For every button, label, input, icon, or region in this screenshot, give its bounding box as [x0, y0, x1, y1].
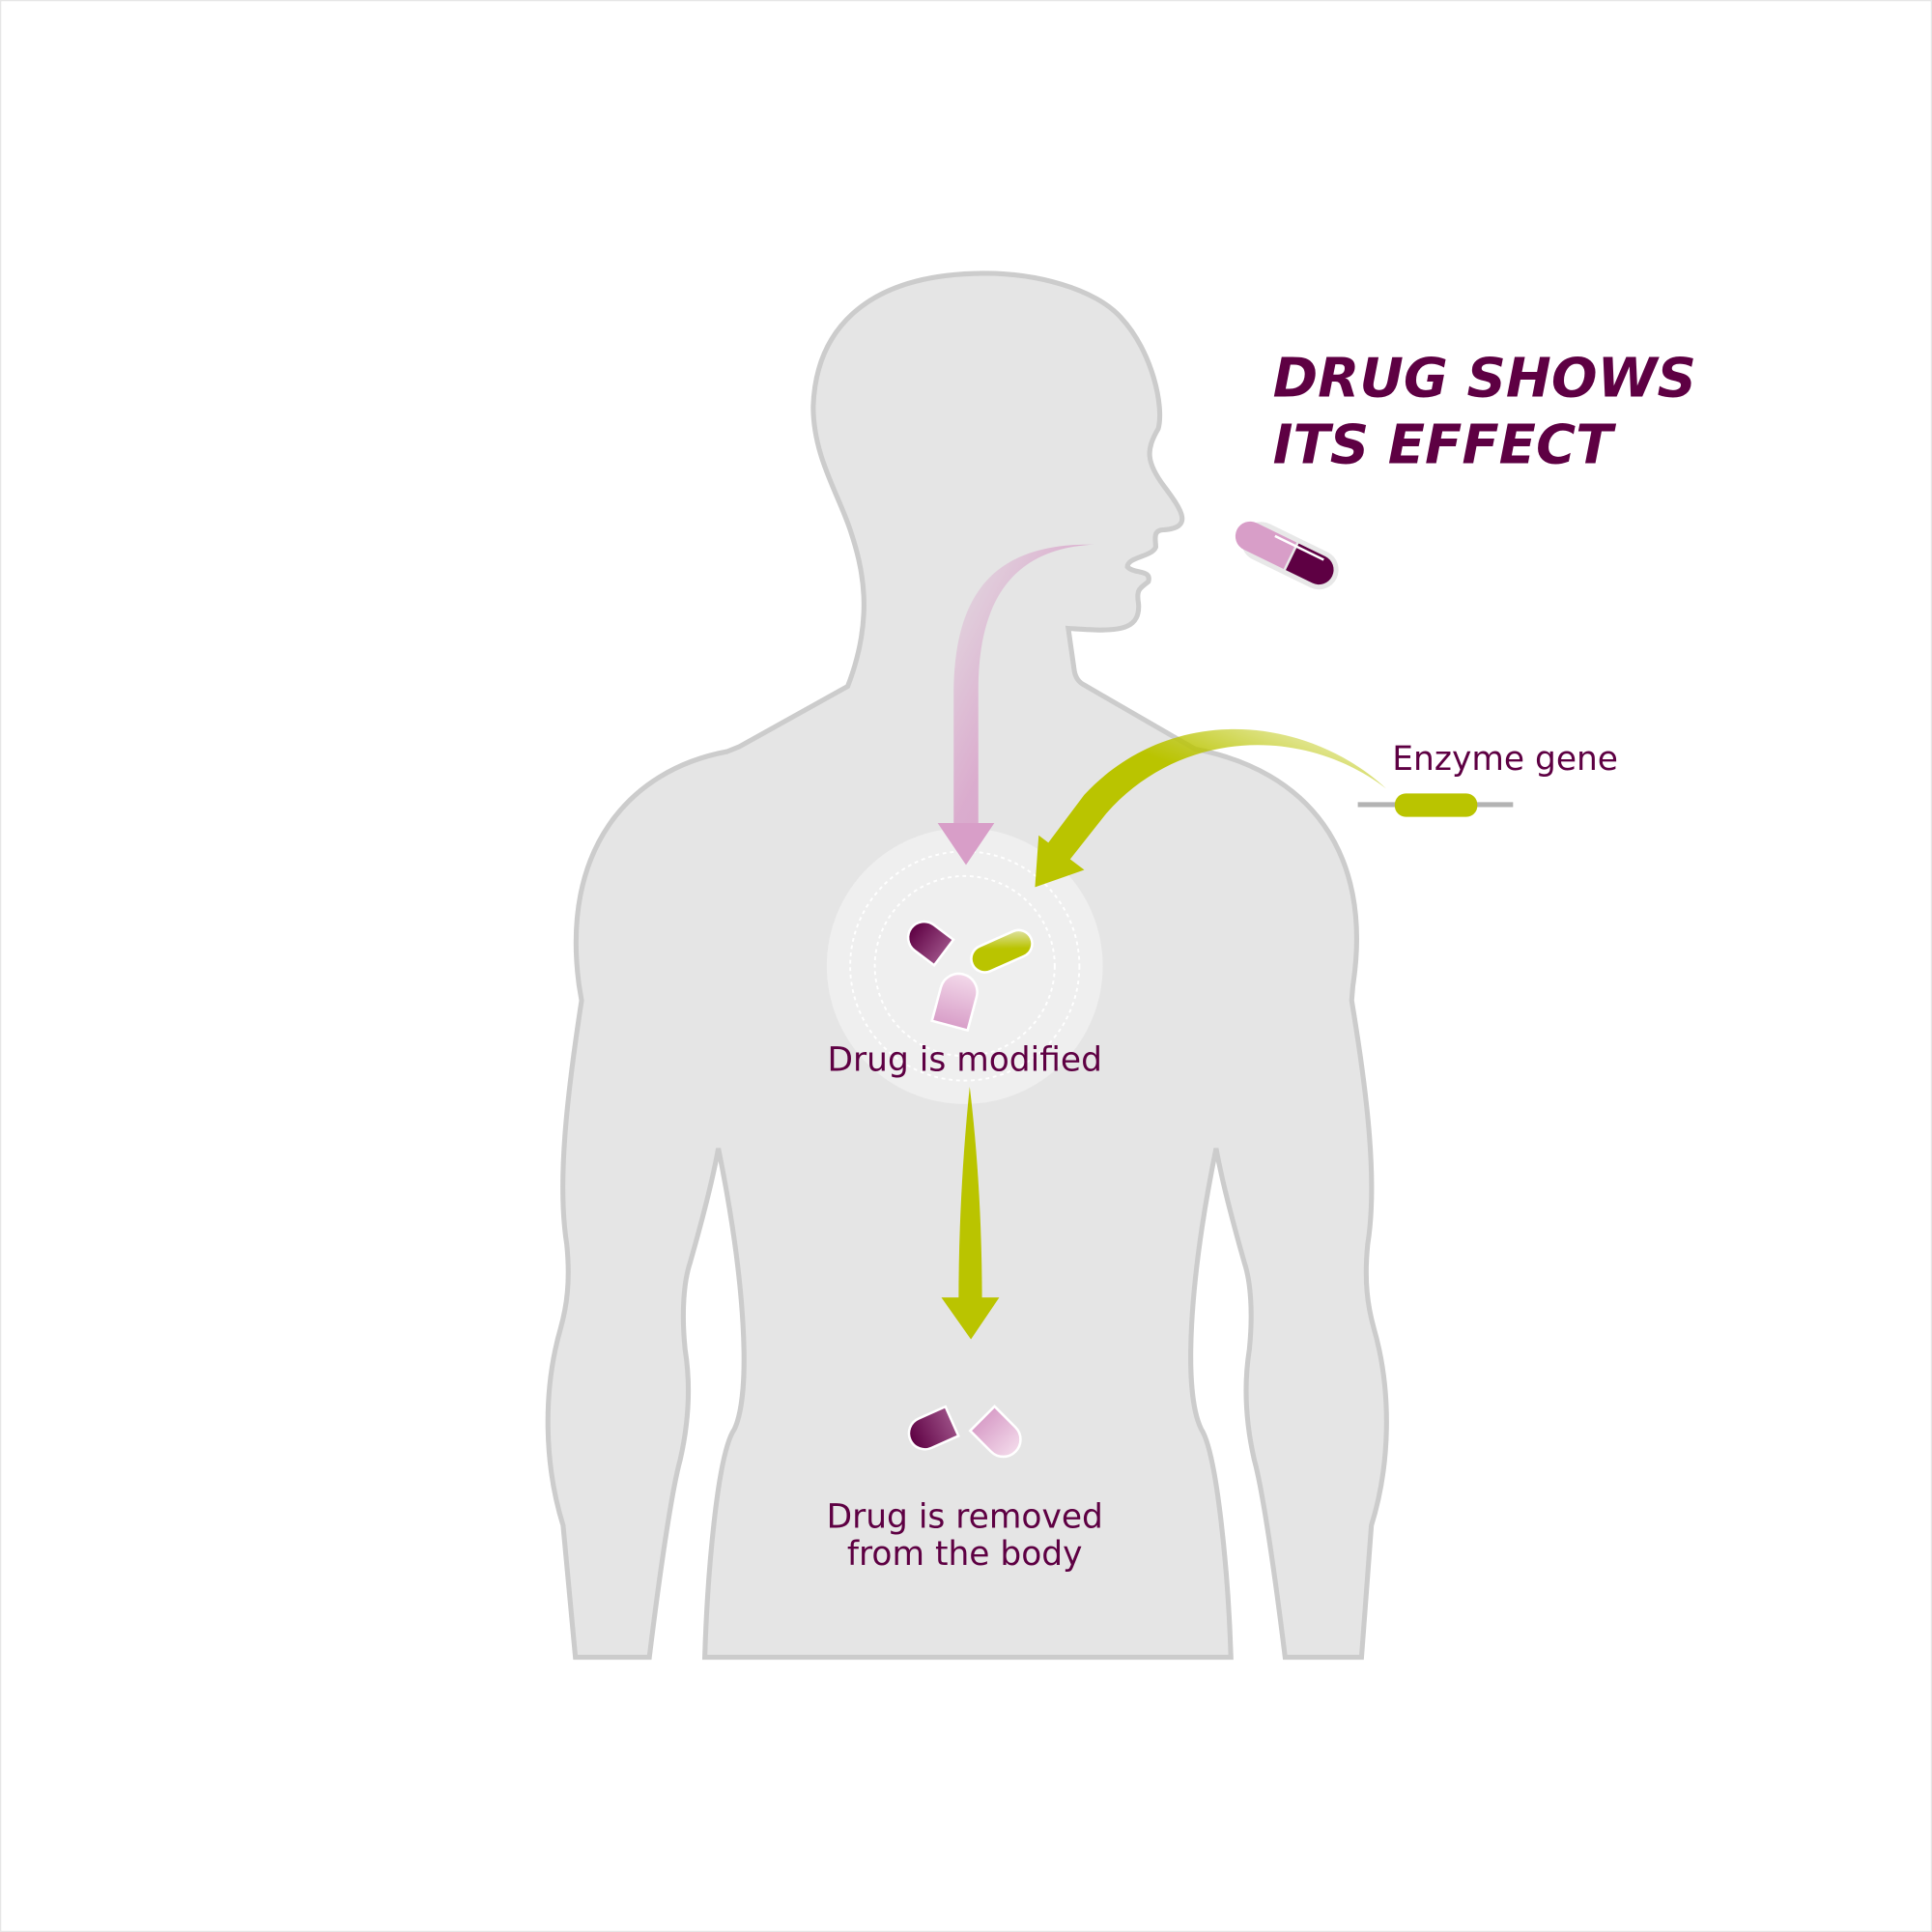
modified-drug-pieces-icon: [906, 920, 1034, 1033]
title-line-1: DRUG SHOWS: [1273, 348, 1696, 411]
drug-modified-label: Drug is modified: [828, 1040, 1102, 1079]
enzyme-gene-label: Enzyme gene: [1392, 740, 1618, 779]
enzyme-arrow: [1035, 728, 1386, 888]
drug-pill-icon: [1235, 521, 1339, 590]
drug-removed-label-line-1: Drug is removed: [827, 1498, 1103, 1537]
ingestion-arrow: [937, 544, 1094, 866]
drug-removed-label-line-2: from the body: [847, 1535, 1083, 1574]
enzyme-gene-icon: [1357, 793, 1514, 817]
excretion-arrow: [941, 1087, 1000, 1340]
removed-drug-pieces-icon: [907, 1405, 1022, 1459]
title-line-2: ITS EFFECT: [1273, 414, 1617, 477]
